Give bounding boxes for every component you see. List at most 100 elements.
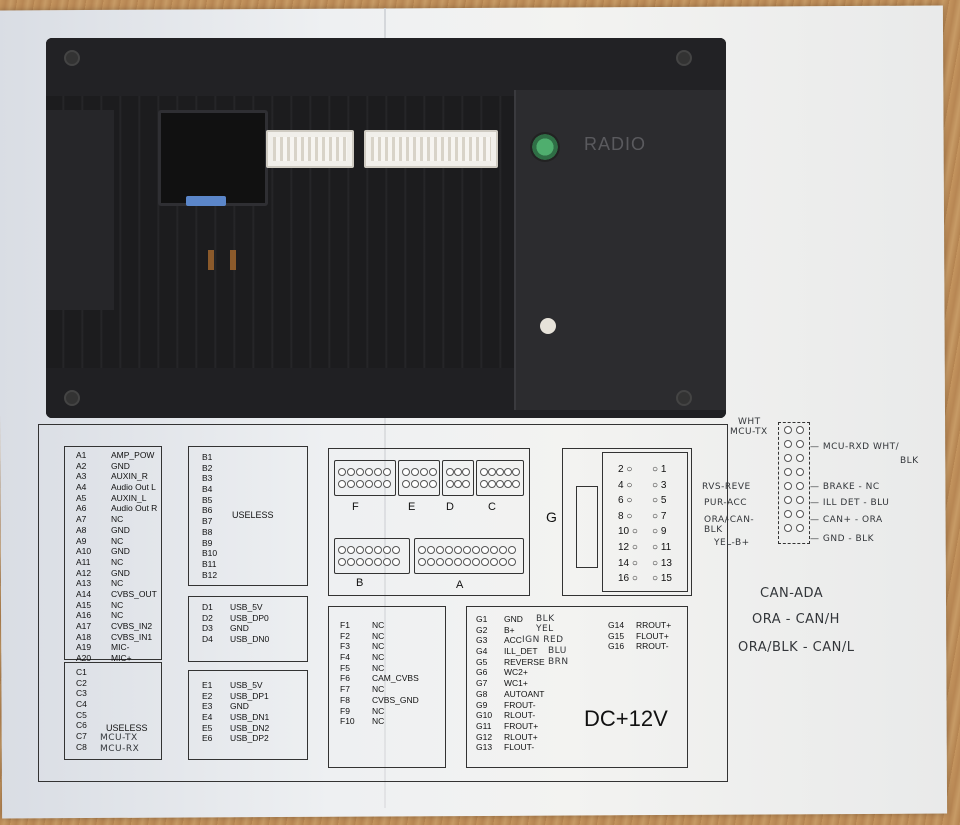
hand-yel: YEL-B+ xyxy=(714,538,750,548)
pin-hole-sketch xyxy=(784,468,792,476)
connector-c xyxy=(476,460,524,496)
pin-hole-b xyxy=(365,546,373,554)
hand-wht: WHT xyxy=(738,417,761,427)
pin-id: B11 xyxy=(202,558,217,569)
hand-g2: YEL xyxy=(536,624,554,634)
box-c xyxy=(64,662,162,760)
pin-id: G16 xyxy=(608,641,625,652)
orange-wire xyxy=(208,250,214,270)
pin-hole-f xyxy=(347,480,355,488)
pin-hole-a xyxy=(499,546,507,554)
pin-id: A17 xyxy=(76,621,92,631)
pin-signal: AUTOANT xyxy=(504,688,545,699)
g-pin-number-even: 4 ○ xyxy=(618,479,633,491)
pin-signal: RLOUT+ xyxy=(504,731,538,742)
pin-id: B8 xyxy=(202,526,213,537)
hand-g5: BRN xyxy=(548,657,569,667)
pin-signal: NC xyxy=(372,620,385,630)
pin-hole-b xyxy=(374,558,382,566)
hand-brake: — BRAKE - NC xyxy=(810,482,880,492)
screw xyxy=(676,390,692,406)
pin-hole-b xyxy=(347,558,355,566)
pin-signal: NC xyxy=(372,652,385,663)
pin-signal: NC xyxy=(372,684,385,695)
pin-signal: USB_DN1 xyxy=(230,712,270,723)
pin-hole-a xyxy=(463,558,471,566)
pin-id: B9 xyxy=(202,537,213,548)
pin-hole-c xyxy=(504,480,512,488)
voltage-label: DC+12V xyxy=(584,706,668,731)
pin-id: E6 xyxy=(202,733,213,744)
connector-g-latch xyxy=(576,486,598,568)
g-pin-number-odd: ○ 7 xyxy=(652,510,667,522)
pin-hole-f xyxy=(356,480,364,488)
white-socket-edc xyxy=(364,130,498,168)
hand-mcu-tx: MCU-TX xyxy=(730,427,768,437)
pin-hole-b xyxy=(338,558,346,566)
pin-id: F7 xyxy=(340,684,350,695)
pin-signal: FLOUT+ xyxy=(636,630,669,641)
pin-hole-a xyxy=(418,546,426,554)
pin-hole-e xyxy=(420,468,428,476)
hand-pur: PUR-ACC xyxy=(704,498,748,508)
g-pin-number-even: 6 ○ xyxy=(618,495,633,507)
pin-hole-b xyxy=(392,558,400,566)
pin-signal: RROUT- xyxy=(636,641,669,652)
pin-signal: ACC xyxy=(504,635,522,646)
pin-signal: CVBS_IN2 xyxy=(111,621,153,631)
hand-ill: — ILL DET - BLU xyxy=(810,498,890,508)
pin-signal: WC1+ xyxy=(504,678,528,689)
pin-hole-a xyxy=(490,546,498,554)
pin-id: G13 xyxy=(476,742,493,753)
box-b-label: USELESS xyxy=(232,510,274,520)
pin-id: A8 xyxy=(76,524,87,535)
pin-signal: NC xyxy=(111,599,124,610)
pin-id: A16 xyxy=(76,610,92,621)
pin-hole-sketch xyxy=(784,454,792,462)
pin-hole-sketch xyxy=(784,524,792,532)
pin-signal: USB_DP2 xyxy=(230,733,269,744)
pin-signal: USB_DP0 xyxy=(230,612,269,623)
pin-signal: GND xyxy=(230,701,249,712)
pin-signal: USB_DN2 xyxy=(230,722,270,733)
pin-hole-a xyxy=(508,558,516,566)
pin-signal: USB_5V xyxy=(230,680,263,690)
pin-row: F7 NC xyxy=(340,684,419,695)
g-pin-number-odd: ○ 1 xyxy=(652,464,667,475)
pin-hole-a xyxy=(472,546,480,554)
g-pin-number-even: 16 ○ xyxy=(618,573,638,585)
pin-id: F8 xyxy=(340,694,350,705)
pin-id: C3 xyxy=(76,688,87,699)
pin-hole-e xyxy=(402,480,410,488)
pin-id: B6 xyxy=(202,505,213,516)
pin-signal: NC xyxy=(372,705,385,716)
pin-id: G2 xyxy=(476,624,488,635)
g-pin-number-even: 8 ○ xyxy=(618,510,633,522)
radio-back-photo: RADIO xyxy=(46,38,726,418)
pin-hole-a xyxy=(445,558,453,566)
sketch-connector xyxy=(778,422,810,544)
pin-signal: AUXIN_L xyxy=(111,492,147,503)
pin-hole-sketch xyxy=(796,496,804,504)
pin-hole-sketch xyxy=(796,510,804,518)
